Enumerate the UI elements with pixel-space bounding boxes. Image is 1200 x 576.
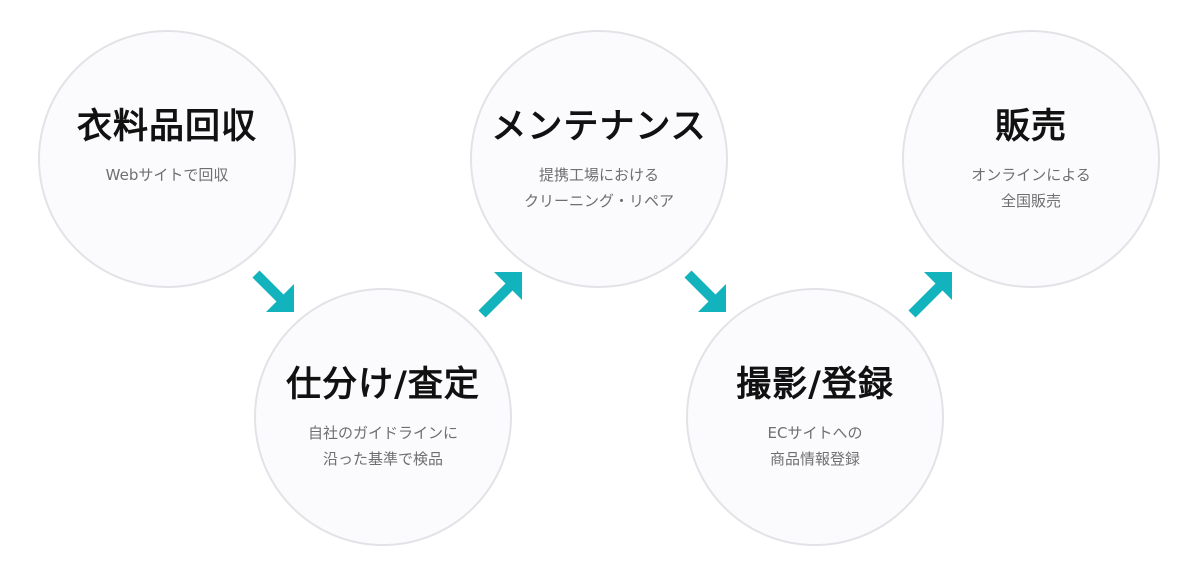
step-description: Webサイトで回収 [40, 162, 294, 188]
step-circle-sales: 販売 オンラインによる 全国販売 [902, 30, 1160, 288]
step-description-line: ECサイトへの [767, 424, 863, 442]
step-description-line: Webサイトで回収 [105, 166, 229, 184]
step-title: 撮影/登録 [736, 365, 894, 405]
step-description-line: 自社のガイドラインに [307, 424, 458, 442]
step-title: メンテナンス [491, 107, 707, 147]
arrow-up-right-icon [478, 272, 522, 318]
arrow-down-right-icon [684, 270, 726, 312]
step-description-line: 商品情報登録 [769, 450, 860, 468]
step-description-line: クリーニング・リペア [523, 192, 674, 210]
step-title: 衣料品回収 [76, 107, 257, 147]
step-description: 自社のガイドラインに 沿った基準で検品 [256, 420, 510, 472]
arrow-down-right-icon [252, 270, 294, 312]
step-description-line: オンラインによる [971, 166, 1091, 184]
step-description: オンラインによる 全国販売 [904, 162, 1158, 214]
step-circle-photography: 撮影/登録 ECサイトへの 商品情報登録 [686, 288, 944, 546]
step-circle-sorting: 仕分け/査定 自社のガイドラインに 沿った基準で検品 [254, 288, 512, 546]
step-title: 販売 [994, 107, 1067, 147]
step-title: 仕分け/査定 [286, 365, 480, 405]
step-description: ECサイトへの 商品情報登録 [688, 420, 942, 472]
arrow-up-right-icon [908, 272, 952, 318]
step-description-line: 沿った基準で検品 [322, 450, 443, 468]
step-description-line: 全国販売 [1000, 192, 1061, 210]
step-circle-collection: 衣料品回収 Webサイトで回収 [38, 30, 296, 288]
step-description: 提携工場における クリーニング・リペア [472, 162, 726, 214]
step-description-line: 提携工場における [538, 166, 659, 184]
step-circle-maintenance: メンテナンス 提携工場における クリーニング・リペア [470, 30, 728, 288]
